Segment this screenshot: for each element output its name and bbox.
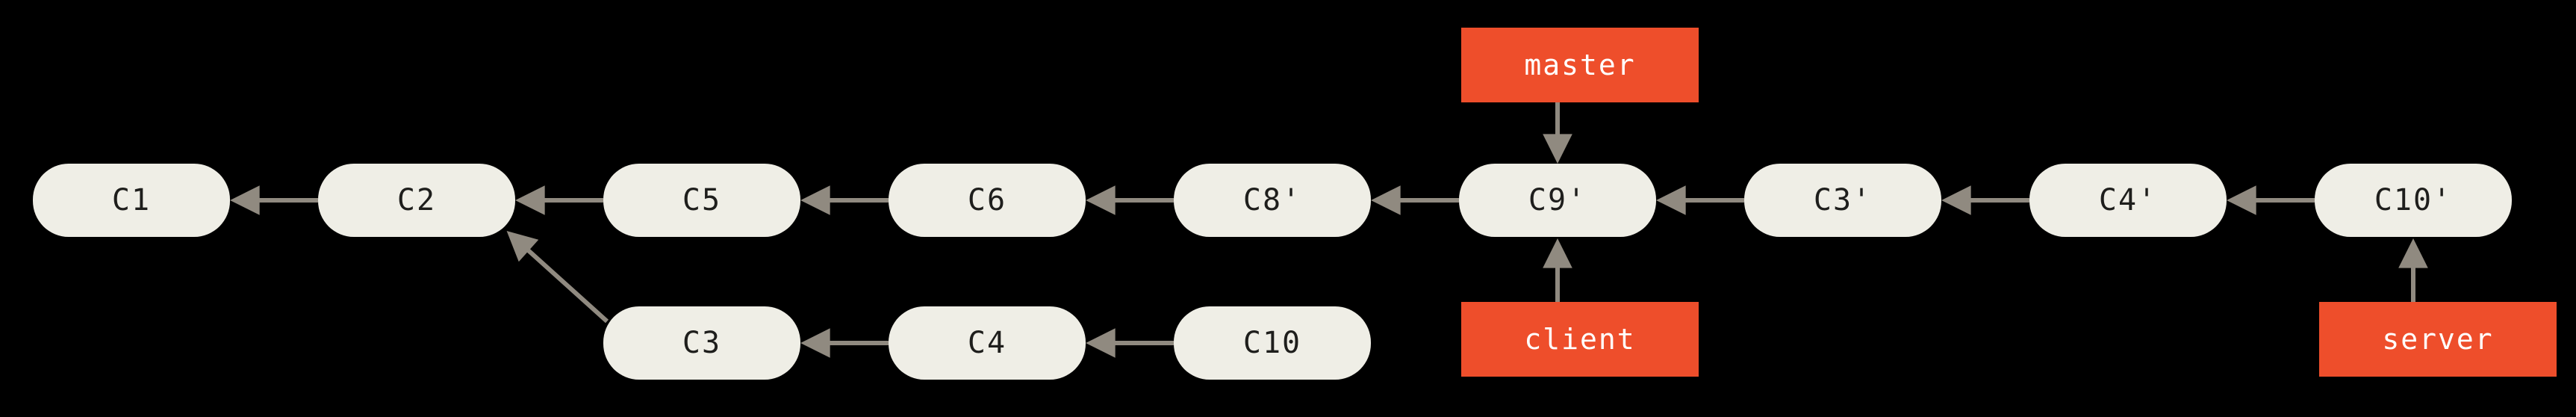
commit-node-c1: C1 — [33, 164, 230, 237]
commit-node-c4-prime: C4' — [2029, 164, 2227, 237]
branch-label-master: master — [1461, 28, 1699, 102]
branch-label-client: client — [1461, 302, 1699, 377]
commit-node-c8-prime: C8' — [1174, 164, 1371, 237]
commit-node-c10: C10 — [1174, 306, 1371, 380]
branch-label-server: server — [2319, 302, 2557, 377]
commit-node-c3: C3 — [603, 306, 800, 380]
commit-node-c5: C5 — [603, 164, 800, 237]
commit-node-c4: C4 — [889, 306, 1086, 380]
commit-node-c3-prime: C3' — [1744, 164, 1941, 237]
commit-node-c6: C6 — [889, 164, 1086, 237]
commit-node-c9-prime: C9' — [1459, 164, 1656, 237]
edge-c3-c2 — [506, 231, 609, 324]
commit-node-c2: C2 — [318, 164, 515, 237]
commit-node-c10-prime: C10' — [2315, 164, 2512, 237]
